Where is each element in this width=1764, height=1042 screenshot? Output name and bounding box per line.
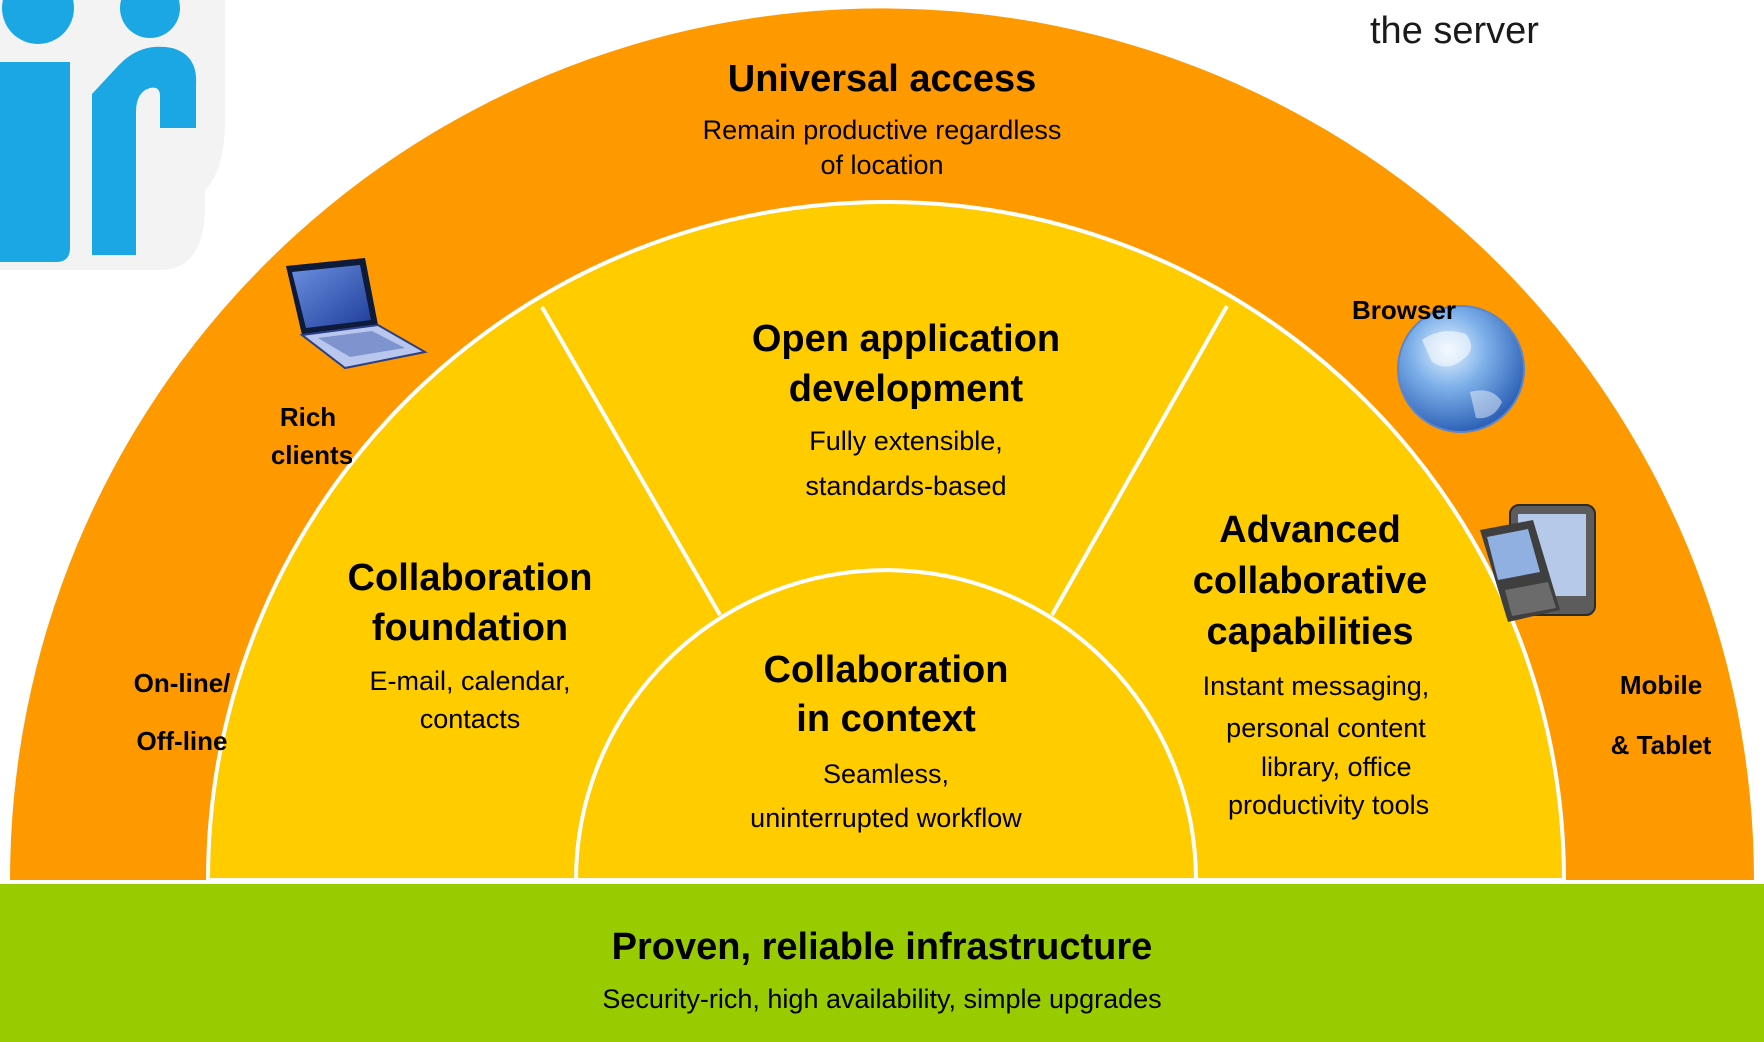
infrastructure-bar <box>0 884 1764 1042</box>
collab-context-title-1: Collaboration <box>763 649 1009 691</box>
divider-right <box>1050 305 1229 616</box>
mobile-phone-icon <box>1480 504 1596 622</box>
infrastructure-desc: Security-rich, high availability, simple… <box>602 984 1162 1014</box>
advanced-collab-desc-2: personal content <box>1226 713 1426 743</box>
collab-context-desc-1: Seamless, <box>822 759 950 789</box>
advanced-collab-title-1: Advanced <box>1219 509 1401 551</box>
collab-foundation-title-2: foundation <box>371 607 569 649</box>
online-offline-label-1: On-line/ <box>133 668 231 698</box>
advanced-collab-desc-3: library, office <box>1261 752 1412 782</box>
online-offline-label-2: Off-line <box>136 726 228 756</box>
advanced-collab-desc-1: Instant messaging, <box>1202 671 1430 701</box>
collab-foundation-desc-1: E-mail, calendar, <box>369 666 571 696</box>
mobile-tablet-label-1: Mobile <box>1619 670 1703 700</box>
open-app-dev-title-1: Open application <box>751 318 1061 360</box>
rich-clients-label-1: Rich <box>279 402 337 432</box>
collab-foundation-title-1: Collaboration <box>347 557 593 599</box>
middle-arc <box>205 200 1567 882</box>
collab-context-desc-2: uninterrupted workflow <box>750 803 1022 833</box>
open-app-dev-desc-1: Fully extensible, <box>809 426 1003 456</box>
infrastructure-title: Proven, reliable infrastructure <box>611 926 1153 968</box>
universal-access-desc-2: of location <box>820 150 944 180</box>
universal-access-title: Universal access <box>727 58 1037 100</box>
open-app-dev-desc-2: standards-based <box>805 471 1007 501</box>
collab-foundation-desc-2: contacts <box>419 704 521 734</box>
ir-logo <box>0 0 225 270</box>
globe-icon <box>1397 305 1525 433</box>
rich-clients-label-2: clients <box>270 440 354 470</box>
browser-label: Browser <box>1352 295 1457 325</box>
laptop-icon <box>286 258 428 370</box>
advanced-collab-title-2: collaborative <box>1192 560 1428 602</box>
advanced-collab-desc-4: productivity tools <box>1228 790 1430 820</box>
divider-left <box>540 305 722 617</box>
collab-context-title-2: in context <box>796 698 976 740</box>
the-server-text: the server <box>1370 10 1539 52</box>
inner-arc <box>573 568 1199 882</box>
advanced-collab-title-3: capabilities <box>1206 611 1414 653</box>
open-app-dev-title-2: development <box>788 368 1024 410</box>
mobile-tablet-label-2: & Tablet <box>1610 730 1712 760</box>
universal-access-desc-1: Remain productive regardless <box>702 115 1062 145</box>
